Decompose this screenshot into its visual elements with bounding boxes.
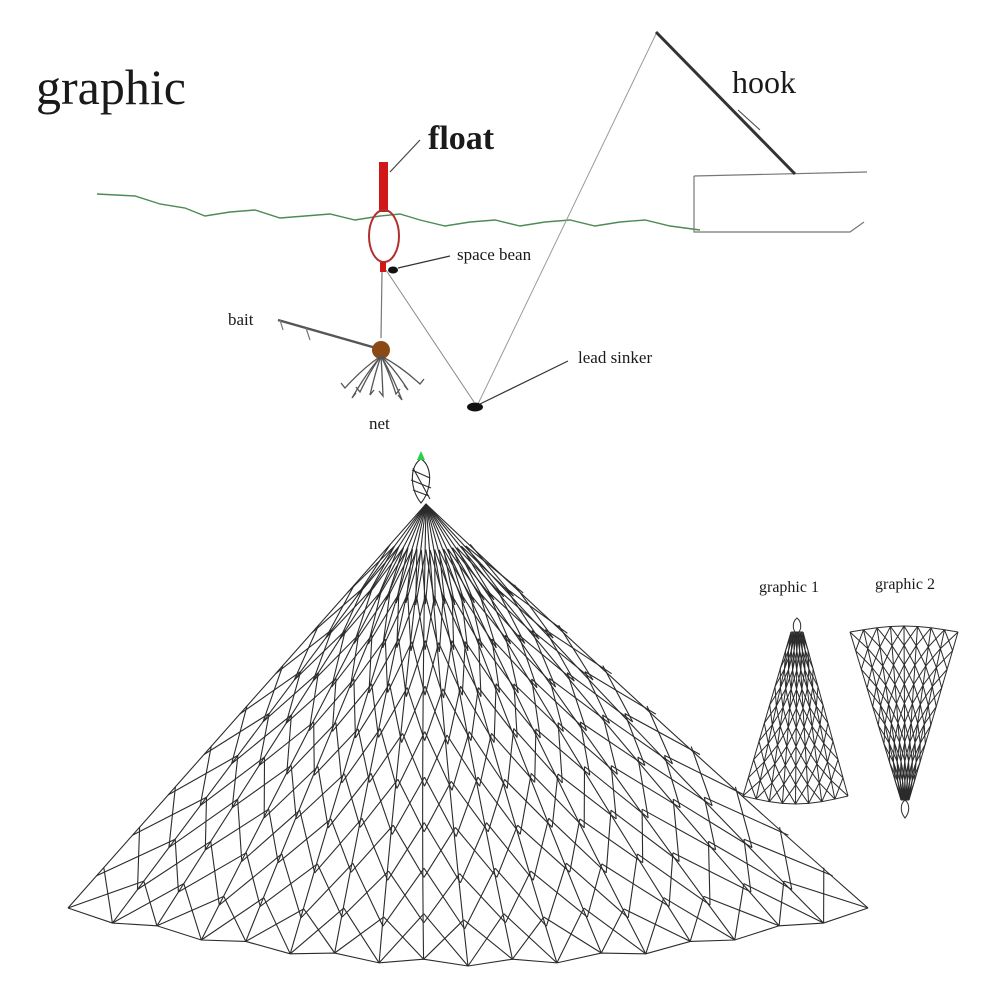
float-loop <box>368 209 400 263</box>
float-pointer-line <box>389 139 421 173</box>
graphic-1-label: graphic 1 <box>759 579 819 596</box>
space-bean-pointer-line <box>397 255 451 269</box>
graphic-2-label: graphic 2 <box>875 576 935 593</box>
hook-label: hook <box>732 64 796 100</box>
lead-sinker <box>467 402 483 412</box>
fishing-rod <box>654 30 797 176</box>
float-stick <box>379 162 388 212</box>
float-bottom <box>380 262 386 272</box>
boat-outline <box>693 171 868 233</box>
net-tip-marker <box>417 451 425 460</box>
bait-ball <box>372 341 390 359</box>
net-label: net <box>369 414 390 433</box>
sinker-line <box>385 269 475 403</box>
diagram-title: graphic <box>36 59 186 115</box>
space-bean-label: space bean <box>457 245 532 264</box>
net-graphic-2 <box>849 625 959 819</box>
main-fishing-line <box>477 33 657 405</box>
lead-sinker-label: lead sinker <box>578 348 653 367</box>
lead-sinker-pointer-line <box>479 360 569 405</box>
bait-line <box>380 271 383 339</box>
float-label: float <box>428 120 495 157</box>
space-bean <box>388 266 398 274</box>
cast-net-large <box>67 458 869 967</box>
hook-pointer-line <box>737 109 761 131</box>
net-graphic-1 <box>742 617 849 805</box>
bait-label: bait <box>228 310 254 329</box>
bait-hooks <box>340 355 425 401</box>
bait-rod <box>277 318 377 350</box>
water-surface-line <box>96 193 701 231</box>
